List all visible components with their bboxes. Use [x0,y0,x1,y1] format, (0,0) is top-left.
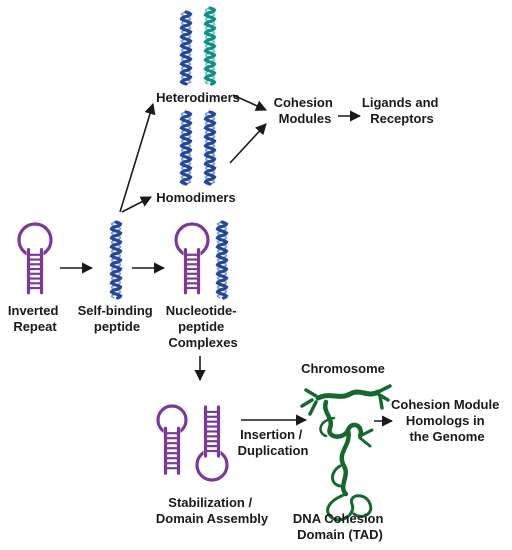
cohesion-module-homologs-label: Cohesion Module Homologs in the Genome [391,397,503,444]
chromosome-label: Chromosome [301,361,385,376]
ligands-receptors-label: Ligands and Receptors [362,95,442,126]
complex-hairpin-icon [174,222,210,295]
homodimer-helix-right-icon [203,110,217,186]
arrow-icon [121,196,152,213]
arrow-icon [229,123,267,164]
self-binding-peptide-helix-icon [109,220,123,300]
complex-helix-icon [215,220,229,300]
arrow-icon [119,102,156,213]
self-binding-peptide-label: Self-binding peptide [78,303,157,334]
cohesion-modules-label: Cohesion Modules [274,95,337,126]
stabilization-inverted-hairpin-icon [195,405,229,482]
arrow-icon [232,94,268,111]
nucleotide-peptide-complexes-label: Nucleotide- peptide Complexes [166,303,240,350]
dna-cohesion-domain-label: DNA Cohesion Domain (TAD) [293,511,387,542]
inverted-repeat-label: Inverted Repeat [8,303,62,334]
stabilization-hairpin-icon [156,404,188,475]
heterodimers-label: Heterodimers [156,90,240,105]
heterodimer-helix-blue-icon [179,10,193,86]
heterodimer-helix-teal-icon [203,6,217,86]
homodimer-helix-left-icon [179,110,193,186]
inverted-repeat-hairpin-icon [17,222,53,295]
stabilization-domain-assembly-label: Stabilization / Domain Assembly [156,495,269,526]
insertion-duplication-label: Insertion / Duplication [238,427,309,458]
chromosome-icon [300,384,392,522]
homodimers-label: Homodimers [156,190,235,205]
